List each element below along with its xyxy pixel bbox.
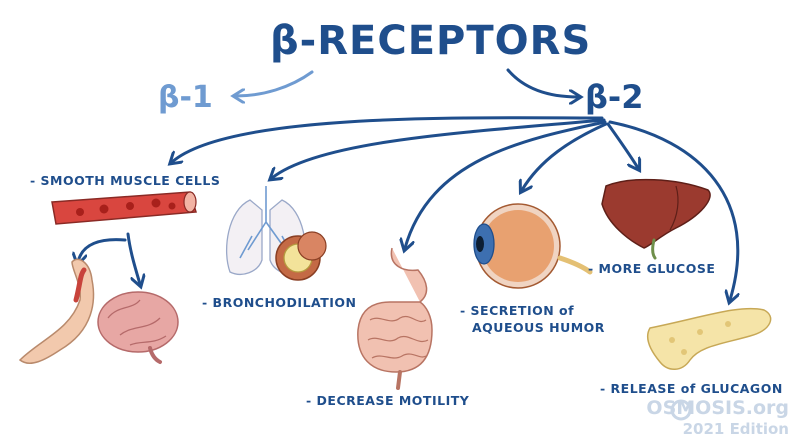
arrow-beta2-to-liver xyxy=(606,122,638,168)
label-decrease-motility: - DECREASE MOTILITY xyxy=(306,393,470,408)
arrow-beta2-to-smooth-muscle xyxy=(172,116,604,162)
arrow-title-to-beta2 xyxy=(506,68,578,97)
brand-watermark: OSMOSIS.org 2021 Edition xyxy=(646,398,789,439)
label-bronchodilation: - BRONCHODILATION xyxy=(202,295,357,310)
arrow-beta2-to-eye xyxy=(522,122,608,190)
page-title: β-RECEPTORS xyxy=(270,18,592,64)
brain-illustration xyxy=(97,291,179,364)
brand-name: OSMOSIS.org xyxy=(646,397,789,419)
arrow-muscle-to-arm xyxy=(78,238,127,262)
arrow-beta2-to-intestine xyxy=(405,120,607,248)
liver-illustration xyxy=(601,178,711,260)
intestine-illustration xyxy=(357,247,433,390)
arm-muscle-illustration xyxy=(18,258,95,364)
label-more-glucose: - MORE GLUCOSE xyxy=(588,261,716,276)
label-smooth-muscle: - SMOOTH MUSCLE CELLS xyxy=(30,173,221,188)
eye-illustration xyxy=(473,203,593,289)
blood-vessel-illustration xyxy=(51,191,197,225)
label-secretion-line1: - SECRETION of xyxy=(460,303,575,318)
brand-edition: 2021 Edition xyxy=(682,420,789,438)
lungs-illustration xyxy=(225,186,327,281)
beta1-label: β-1 xyxy=(158,80,213,115)
arrow-title-to-beta1 xyxy=(236,70,314,96)
arrow-muscle-to-brain xyxy=(126,232,140,284)
arrow-beta2-to-pancreas xyxy=(608,120,738,300)
label-release-glucagon: - RELEASE of GLUCAGON xyxy=(600,381,783,396)
label-secretion-line2: AQUEOUS HUMOR xyxy=(472,320,605,335)
label-secretion: - SECRETION of AQUEOUS HUMOR xyxy=(460,302,605,336)
osmosis-logo-icon xyxy=(670,399,692,421)
beta2-label: β-2 xyxy=(585,78,644,116)
arrow-beta2-to-lungs xyxy=(272,118,606,178)
pancreas-illustration xyxy=(646,307,772,370)
